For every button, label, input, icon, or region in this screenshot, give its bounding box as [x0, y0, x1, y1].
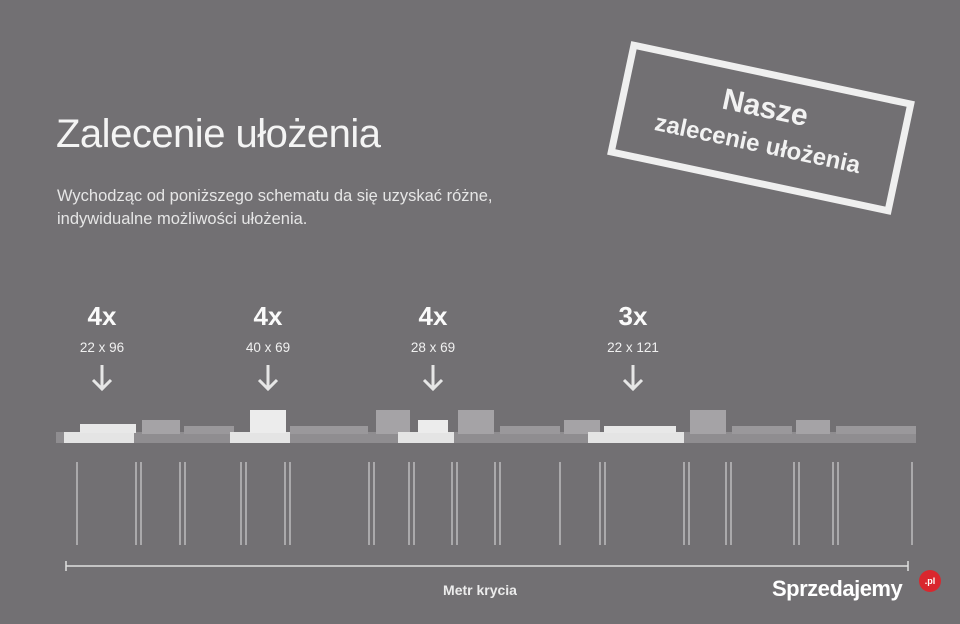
- board-dark: [142, 420, 180, 434]
- board-light: [80, 424, 136, 433]
- board-count: 4x: [253, 301, 283, 331]
- board-group-2: 4x 40 x 69: [208, 302, 328, 398]
- arrow-down-icon: [422, 365, 444, 392]
- board-light: [230, 432, 290, 443]
- boards: [56, 410, 916, 443]
- board-dark: [690, 410, 726, 434]
- page-title: Zalecenie ułożenia: [56, 112, 381, 156]
- sprzedajemy-logo[interactable]: Sprzedajemy: [772, 576, 903, 601]
- board-dimensions: 22 x 96: [79, 340, 125, 355]
- board-light: [64, 432, 134, 443]
- board-light: [398, 432, 454, 443]
- board-light: [588, 432, 684, 443]
- board-count: 3x: [618, 301, 648, 331]
- board-group-1: 4x 22 x 96: [42, 302, 162, 398]
- arrow-down-icon: [622, 365, 644, 392]
- board-light: [604, 426, 676, 433]
- board-dark: [732, 426, 792, 434]
- meter-label: Metr krycia: [443, 582, 517, 598]
- arrow-down-icon: [91, 365, 113, 392]
- board-group-4: 3x 22 x 121: [573, 302, 693, 398]
- board-dark: [376, 410, 410, 434]
- arrow-down-icon: [257, 365, 279, 392]
- board-dark: [564, 420, 600, 434]
- board-dark: [290, 426, 368, 434]
- board-dimensions: 22 x 121: [607, 340, 659, 355]
- board-dark: [796, 420, 830, 434]
- board-dimensions: 40 x 69: [245, 340, 291, 355]
- board-group-3: 4x 28 x 69: [373, 302, 493, 398]
- board-light: [250, 410, 286, 433]
- board-dark: [836, 426, 916, 434]
- board-dark: [184, 426, 234, 434]
- meter-span: [65, 561, 909, 571]
- board-light: [418, 420, 448, 433]
- subtitle: Wychodząc od poniższego schematu da się …: [57, 187, 493, 228]
- board-count: 4x: [87, 301, 117, 331]
- board-dark: [500, 426, 560, 434]
- board-dimensions: 28 x 69: [410, 340, 456, 355]
- board-base: [56, 432, 916, 443]
- board-dark: [458, 410, 494, 434]
- logo-badge: .pl: [919, 570, 941, 592]
- spacing-lines: [76, 462, 913, 545]
- board-count: 4x: [418, 301, 448, 331]
